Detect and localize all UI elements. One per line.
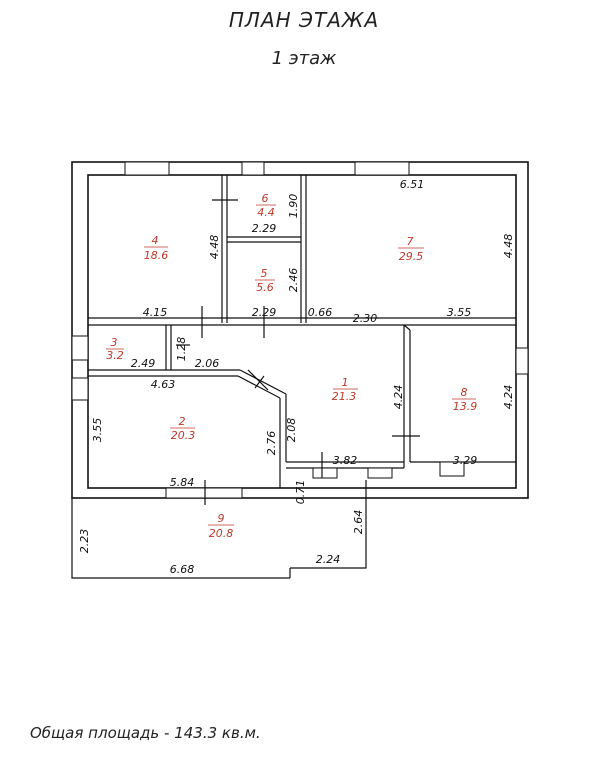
dimension-label: 6.68 (170, 563, 195, 576)
room-area: 13.9 (453, 400, 478, 413)
dimension-label: 2.29 (252, 306, 277, 319)
room-area: 20.8 (209, 527, 234, 540)
dimension-label: 0.66 (308, 306, 333, 319)
room-area: 3.2 (106, 349, 124, 362)
interior-walls (88, 175, 516, 488)
room-label-4: 4 18.6 (144, 234, 169, 262)
room-number: 8 (461, 386, 468, 399)
dimension-label: 3.29 (453, 454, 478, 467)
total-area-label: Общая площадь - 143.3 кв.м. (30, 724, 261, 742)
room-number: 3 (111, 336, 118, 349)
dimension-label: 2.06 (195, 357, 220, 370)
dimension-label: 4.48 (502, 234, 515, 259)
room-number: 9 (218, 512, 225, 525)
room-number: 5 (261, 267, 268, 280)
outer-walls (71, 161, 529, 499)
dimension-label: 6.51 (400, 178, 425, 191)
dimension-label: 3.55 (447, 306, 472, 319)
room-area: 4.4 (257, 206, 275, 219)
dimension-label: 2.23 (78, 529, 91, 554)
doors (176, 199, 420, 505)
room-area: 21.3 (332, 390, 357, 403)
plan-title: ПЛАН ЭТАЖА (228, 8, 380, 32)
dimension-label: 2.24 (316, 553, 341, 566)
room-number: 2 (179, 415, 186, 428)
room-area: 18.6 (144, 249, 169, 262)
dimension-label: 2.30 (353, 312, 378, 325)
room-number: 7 (407, 235, 414, 248)
room-area: 29.5 (399, 250, 424, 263)
room-label-2: 2 20.3 (170, 415, 195, 442)
room-label-6: 6 4.4 (256, 192, 276, 219)
room-area: 20.3 (171, 429, 196, 442)
dimension-label: 5.84 (170, 476, 195, 489)
dimension-label: 4.24 (392, 385, 405, 410)
dimension-label: 1.90 (287, 194, 300, 219)
room-number: 4 (152, 234, 159, 247)
dimension-label: 3.55 (91, 418, 104, 443)
room-label-3: 3 3.2 (106, 336, 124, 362)
dimension-label: 4.63 (151, 378, 176, 391)
dimension-label: 2.29 (252, 222, 277, 235)
dimension-label: 4.48 (208, 235, 221, 260)
room-label-5: 5 5.6 (255, 267, 275, 294)
room-label-9: 9 20.8 (208, 512, 234, 540)
room-label-1: 1 21.3 (332, 376, 358, 403)
dimension-label: 2.46 (287, 268, 300, 293)
dimension-label: 3.82 (333, 454, 358, 467)
dimension-label: 2.08 (285, 418, 298, 443)
dimension-label: 2.49 (131, 357, 156, 370)
room-area: 5.6 (256, 281, 274, 294)
dimension-label: 4.24 (502, 385, 515, 410)
dimension-label: 2.76 (265, 431, 278, 456)
dimension-label: 4.15 (143, 306, 168, 319)
room-number: 6 (262, 192, 269, 205)
room-labels: 4 18.6 6 4.4 5 5.6 7 29.5 3 3.2 1 21.3 (106, 192, 477, 540)
dimension-label: 0.71 (294, 480, 307, 505)
windows (71, 161, 529, 499)
dimension-label: 2.64 (352, 510, 365, 535)
dimension-label: 1.28 (175, 337, 188, 362)
dimension-labels: 6.51 4.48 4.48 1.90 2.29 2.46 2.29 0.66 … (78, 178, 515, 576)
plan-subtitle: 1 этаж (271, 48, 337, 69)
room-label-7: 7 29.5 (398, 235, 424, 263)
terrace-outline (71, 480, 367, 579)
room-number: 1 (342, 376, 349, 389)
room-label-8: 8 13.9 (452, 386, 477, 413)
